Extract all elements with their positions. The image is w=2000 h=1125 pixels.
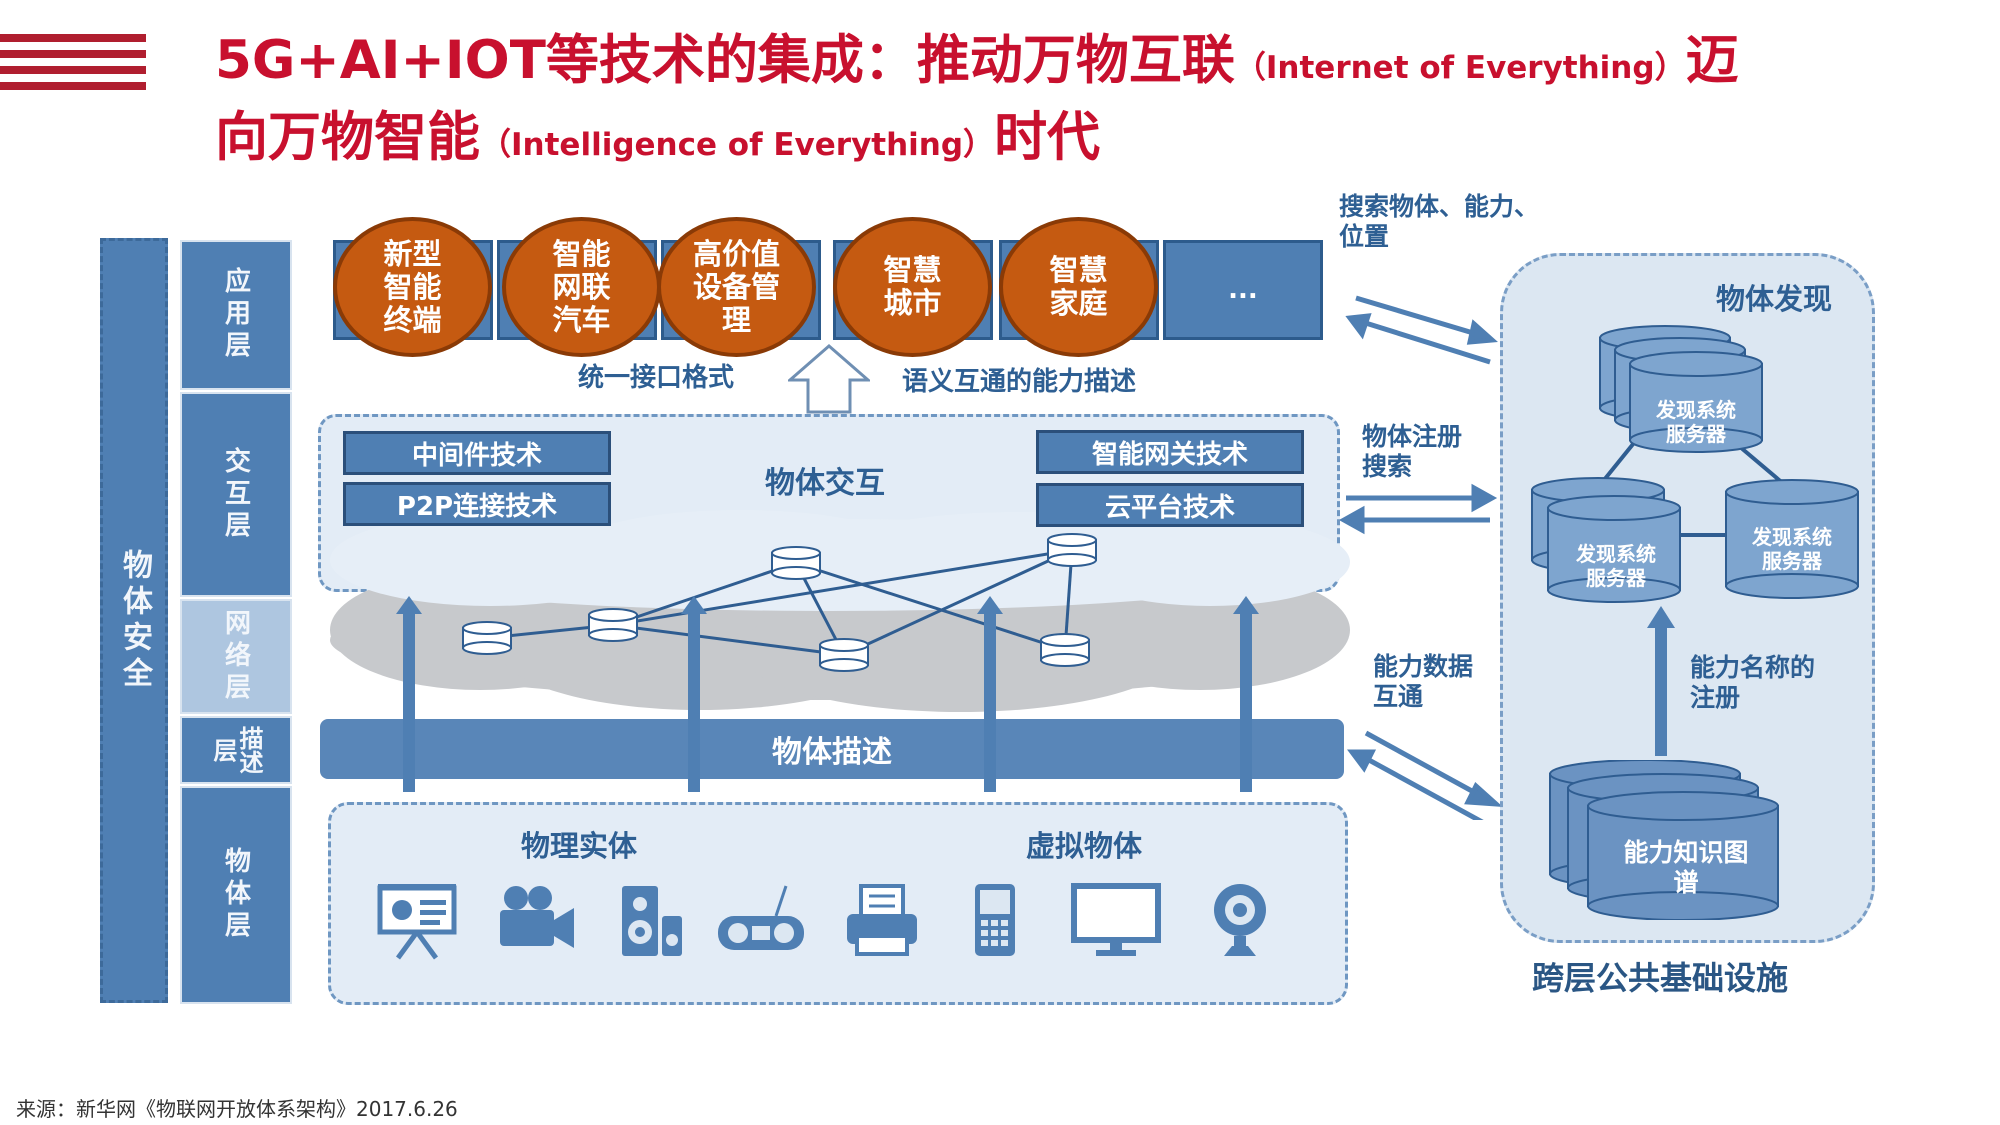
security-column: 物体安全: [100, 238, 168, 1003]
layer-object: 物体层: [180, 786, 292, 1004]
monitor-icon: [1071, 883, 1161, 956]
registration-arrow: [1647, 606, 1675, 756]
semantic-capability-label: 语义互通的能力描述: [902, 367, 1137, 397]
title-line2: 向万物智能: [215, 107, 480, 168]
layer-application: 应用层: [180, 240, 292, 390]
title-line1-en: （Internet of Everything）: [1234, 50, 1686, 86]
server-label-right: 发现系统服务器: [1752, 525, 1832, 573]
layer-network: 网络层: [180, 599, 292, 714]
app-connected-car: 智能网联汽车: [502, 217, 661, 357]
phone-icon: [975, 884, 1015, 956]
cloud-platform-tech: 云平台技术: [1036, 483, 1304, 527]
object-panel: [328, 802, 1348, 1005]
webcam-icon: [1214, 884, 1266, 956]
projector-icon: [377, 884, 457, 960]
source-note: 来源：新华网《物联网开放体系架构》2017.6.26: [16, 1097, 458, 1121]
title-line2-en: （Intelligence of Everything）: [480, 127, 995, 163]
title-stripes: [0, 34, 146, 98]
page-title: 5G+AI+IOT等技术的集成：推动万物互联（Internet of Every…: [215, 26, 1855, 180]
server-label-top: 发现系统服务器: [1656, 398, 1736, 446]
exchange-arrows: [1340, 295, 1500, 820]
title-line2-end: 时代: [994, 107, 1101, 168]
knowledge-graph-db: [1549, 760, 1779, 920]
printer-icon: [847, 884, 917, 956]
capability-registration-label: 能力名称的注册: [1690, 653, 1816, 712]
title-line1: 5G+AI+IOT等技术的集成：推动万物互联: [215, 30, 1235, 91]
discovery-servers: [1531, 325, 1859, 603]
server-label-left: 发现系统服务器: [1576, 542, 1656, 590]
vertical-arrows: [396, 596, 1259, 792]
middleware-tech: 中间件技术: [343, 431, 611, 475]
knowledge-graph-label: 能力知识图谱: [1623, 838, 1749, 897]
app-smart-city: 智慧城市: [833, 217, 992, 357]
smart-gateway-tech: 智能网关技术: [1036, 430, 1304, 474]
app-box-6: ...: [1163, 240, 1323, 340]
radio-icon: [718, 885, 804, 950]
interface-format-label: 统一接口格式: [578, 363, 735, 393]
search-objects-label: 搜索物体、能力、位置: [1339, 192, 1540, 251]
capability-data-label: 能力数据互通: [1373, 652, 1474, 711]
node-group: [462, 533, 1097, 672]
app-smart-home: 智慧家庭: [999, 217, 1158, 357]
object-discovery-title: 物体发现: [1716, 282, 1833, 316]
camera-icon: [500, 886, 574, 948]
title-line1-end: 迈: [1685, 30, 1739, 91]
object-interaction-label: 物体交互: [765, 466, 885, 501]
physical-entity-label: 物理实体: [521, 829, 638, 863]
speaker-icon: [622, 886, 682, 956]
infrastructure-caption: 跨层公共基础设施: [1532, 959, 1789, 997]
app-device-management: 高价值设备管理: [657, 217, 816, 357]
up-arrow: [788, 344, 870, 414]
p2p-tech: P2P连接技术: [343, 482, 611, 526]
object-description-bar: 物体描述: [320, 719, 1344, 779]
register-search-label: 物体注册搜索: [1362, 422, 1463, 481]
virtual-object-label: 虚拟物体: [1026, 829, 1143, 863]
layer-interaction: 交互层: [180, 392, 292, 597]
app-smart-terminal: 新型智能终端: [333, 217, 492, 357]
layer-description: 描述层: [180, 716, 292, 784]
